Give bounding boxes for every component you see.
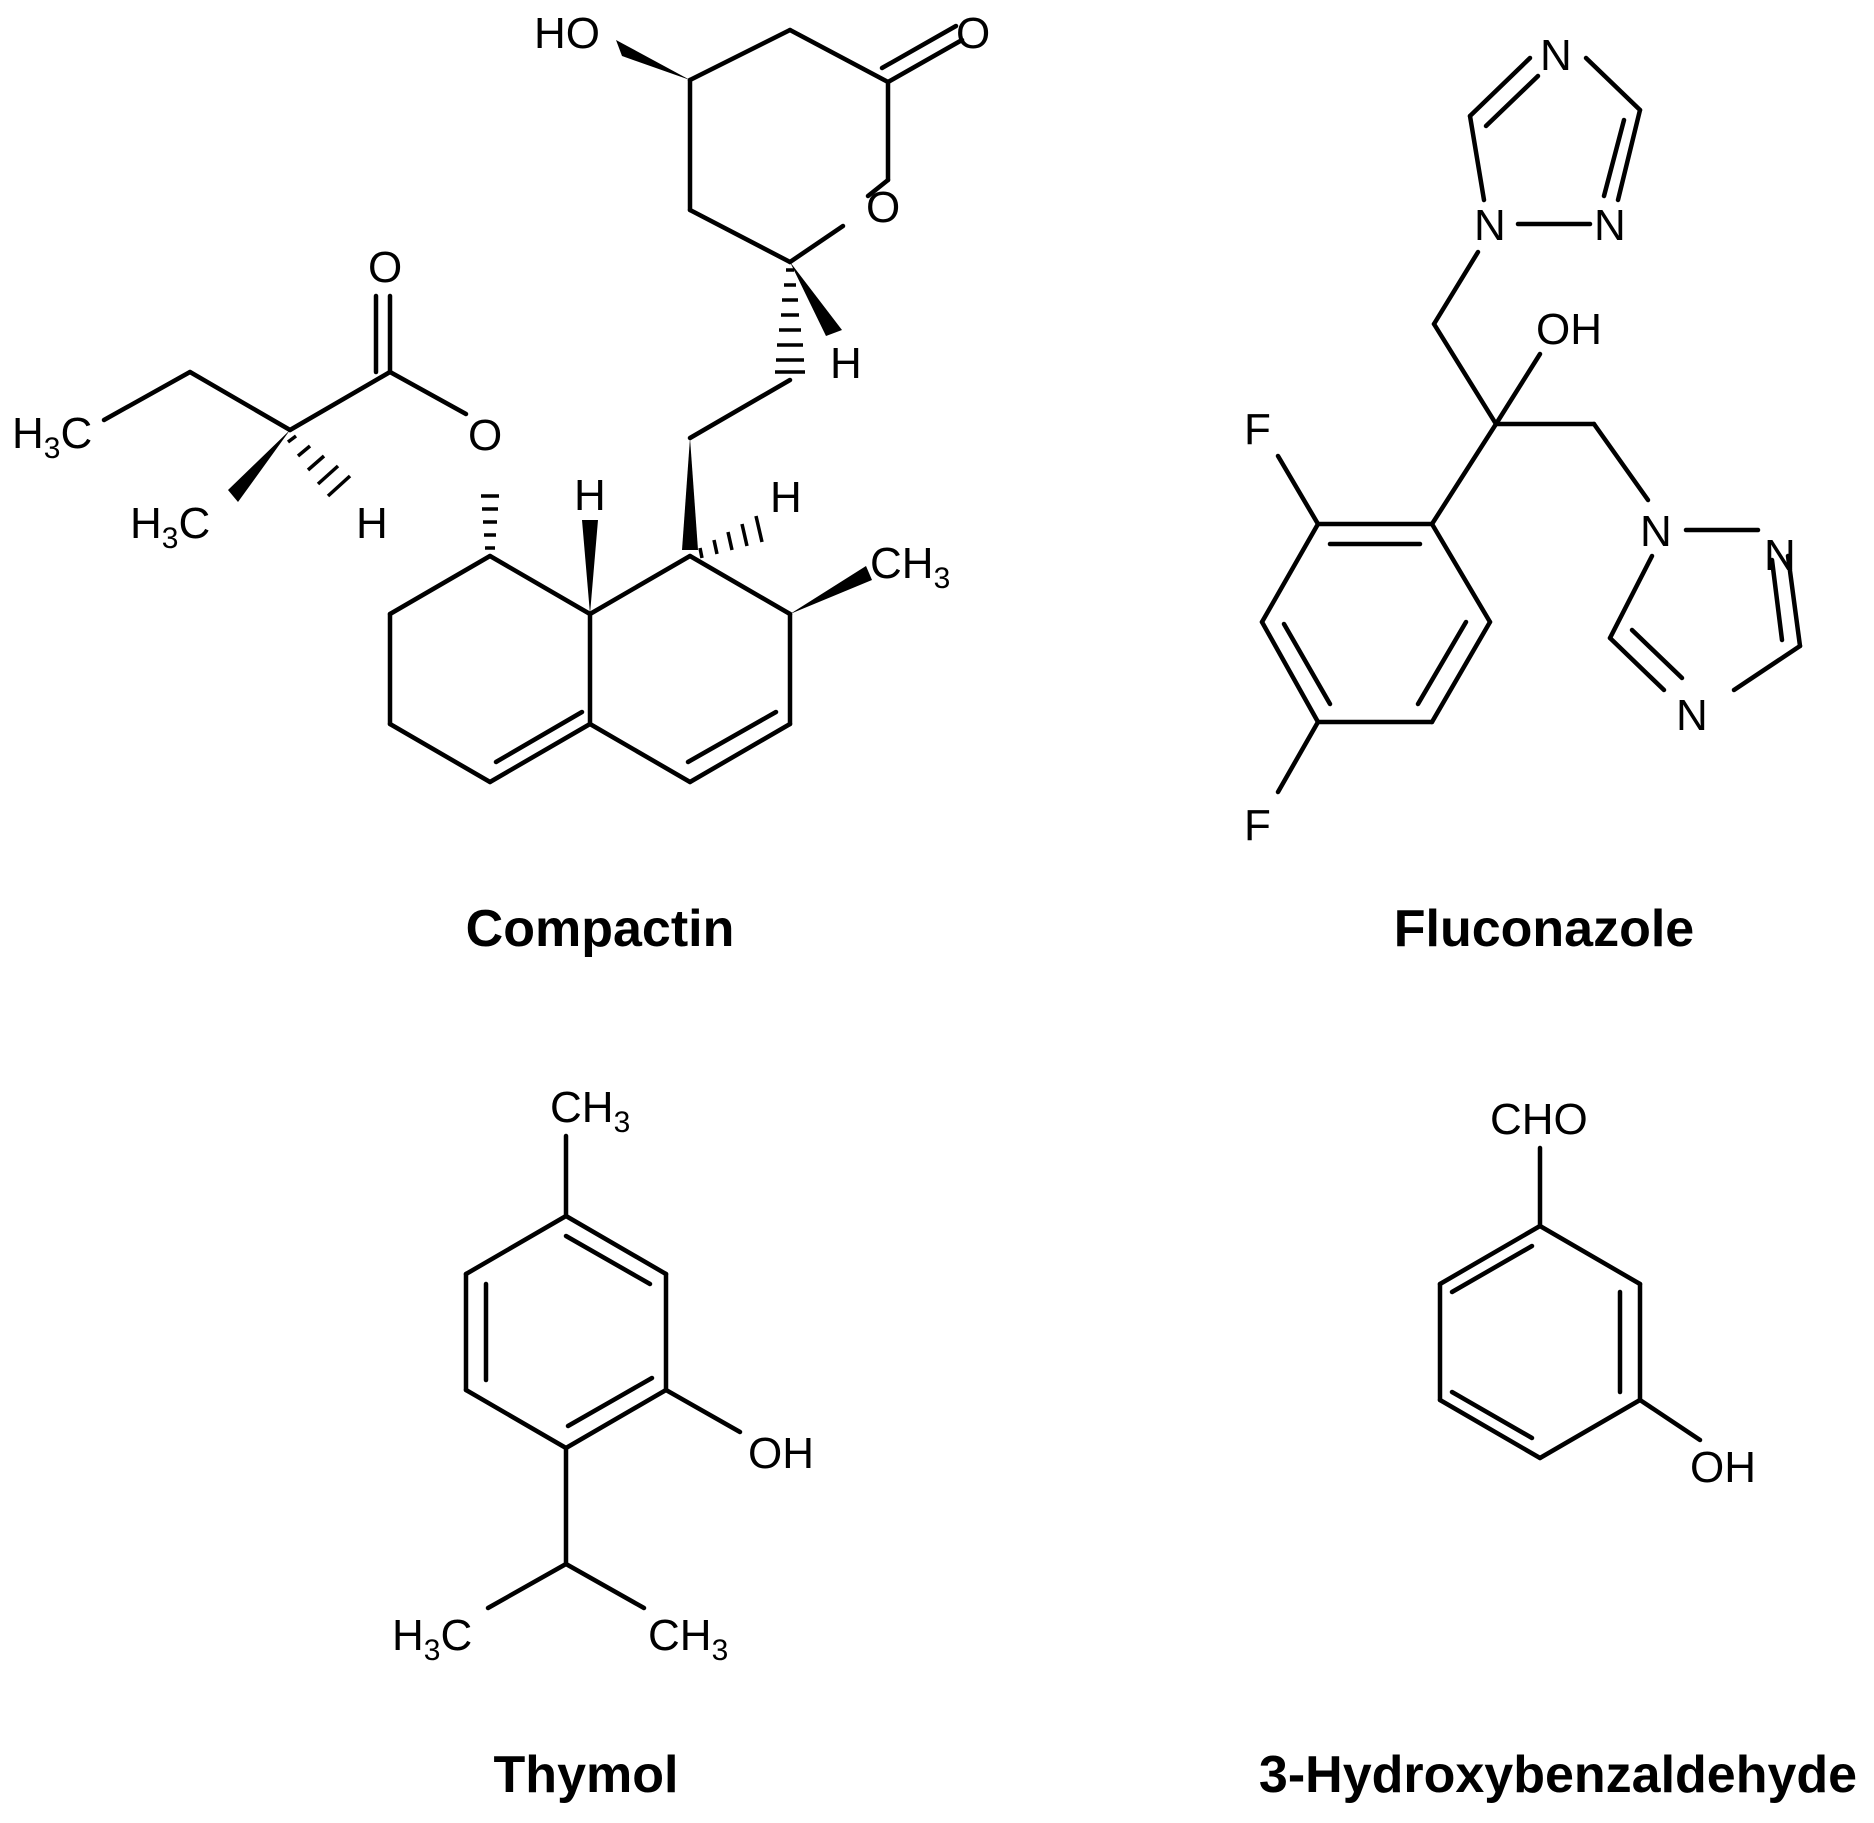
thymol-ch3-label: CH3 — [648, 1611, 728, 1667]
triazole-n1-lower-label: N — [1640, 507, 1672, 556]
thymol-h3c-label: H3C — [392, 1611, 472, 1667]
thymol-ring — [463, 1213, 669, 1451]
alpha-ch3-label: H3C — [130, 499, 210, 555]
thymol-oh-label: OH — [748, 1429, 814, 1478]
difluorophenyl-ring — [1259, 521, 1493, 725]
fluorine-lower-label: F — [1244, 801, 1271, 850]
lactone-h-wedge — [790, 262, 842, 336]
ester-o-hash-bond — [481, 494, 499, 550]
compactin-structure: HO O O H — [12, 9, 990, 958]
lactone-chain-hash-bond — [775, 268, 805, 374]
triazole-n4-lower-label: N — [1676, 691, 1708, 740]
thymol-structure: CH3 OH H3C CH3 Thymol — [392, 1083, 814, 1804]
ring-ch3-label: CH3 — [870, 539, 950, 595]
lactone-carbonyl-o-label: O — [956, 9, 990, 58]
ethyl-ch3-label: H3C — [12, 409, 92, 465]
hydroxybenzaldehyde-oh-label: OH — [1690, 1443, 1756, 1492]
triazole-n-top-label: N — [1540, 31, 1572, 80]
hydroxybenzaldehyde-caption: 3-Hydroxybenzaldehyde — [1259, 1746, 1857, 1804]
lactone-ring-o-label: O — [866, 183, 900, 232]
ring-methyl-wedge — [790, 566, 872, 614]
alpha-methyl-wedge — [228, 430, 290, 502]
triazole-n1-upper-label: N — [1474, 201, 1506, 250]
ho-wedge-bond — [616, 40, 690, 80]
alpha-h-hash-bond — [286, 434, 352, 498]
fluconazole-oh-label: OH — [1536, 305, 1602, 354]
ring-h-label: H — [770, 473, 802, 522]
cho-label: CHO — [1490, 1095, 1588, 1144]
fluorine-upper-label: F — [1244, 405, 1271, 454]
ester-o-label: O — [468, 411, 502, 460]
ring-h-hash-bond — [698, 515, 764, 559]
fluconazole-caption: Fluconazole — [1394, 900, 1694, 958]
chain-ring-wedge — [682, 438, 698, 550]
compactin-decalin — [387, 553, 793, 785]
lower-triazole-ring — [1607, 527, 1803, 693]
hydroxybenzaldehyde-ring — [1437, 1223, 1643, 1461]
thymol-ch3-top-label: CH3 — [550, 1083, 630, 1139]
triazole-n2-lower-label: N — [1764, 531, 1796, 580]
compactin-lactone-ring — [687, 23, 965, 265]
ring-fusion-h-label: H — [574, 471, 606, 520]
fluconazole-structure: N N N OH F F — [1244, 31, 1803, 958]
thymol-caption: Thymol — [494, 1746, 679, 1804]
ring-fusion-h-wedge — [582, 520, 598, 614]
alpha-h-label: H — [356, 499, 388, 548]
compactin-caption: Compactin — [466, 900, 735, 958]
lactone-h-label: H — [830, 339, 862, 388]
triazole-n2-upper-label: N — [1594, 201, 1626, 250]
ester-carbonyl-o-label: O — [368, 243, 402, 292]
hydroxybenzaldehyde-structure: CHO OH 3-Hydroxybenzaldehyde — [1259, 1095, 1857, 1804]
upper-triazole-ring — [1467, 55, 1643, 227]
hydroxyl-label: HO — [534, 9, 600, 58]
